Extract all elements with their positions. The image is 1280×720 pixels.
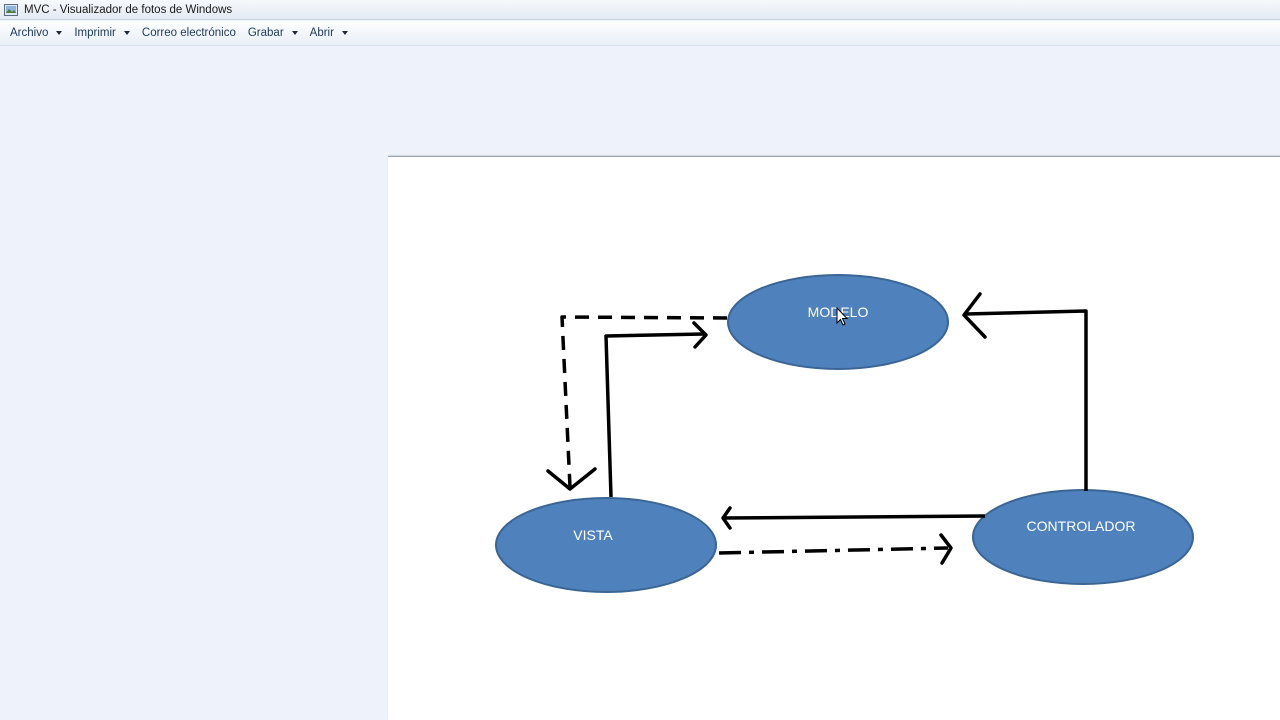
window-title: MVC - Visualizador de fotos de Windows (24, 3, 233, 16)
arrow-controlador-to-vista (723, 514, 986, 520)
arrowhead-left (962, 292, 987, 339)
chevron-down-icon (291, 31, 298, 35)
photo-canvas[interactable]: MODELO VISTA CONTROLADOR (388, 156, 1280, 720)
arrowhead-down (546, 467, 597, 491)
arrowhead-right-controlador (939, 533, 953, 565)
menu-abrir[interactable]: Abrir (304, 22, 354, 44)
menu-archivo-label: Archivo (10, 27, 49, 39)
arrowhead-right (692, 321, 708, 349)
menu-correo[interactable]: Correo electrónico (136, 22, 242, 44)
menu-correo-label: Correo electrónico (141, 27, 236, 39)
arrow-modelo-to-vista-dashed (560, 315, 728, 488)
chevron-down-icon (341, 31, 348, 35)
arrow-vista-to-modelo (604, 332, 705, 498)
node-vista (495, 497, 717, 593)
chevron-down-icon (56, 31, 63, 35)
title-bar: MVC - Visualizador de fotos de Windows (0, 0, 1280, 20)
mvc-diagram: MODELO VISTA CONTROLADOR (495, 274, 1194, 593)
mouse-cursor-icon (836, 306, 849, 326)
menu-imprimir[interactable]: Imprimir (68, 22, 136, 44)
menu-bar: Archivo Imprimir Correo electrónico Grab… (0, 21, 1280, 46)
node-vista-label: VISTA (573, 527, 613, 543)
menu-grabar[interactable]: Grabar (242, 22, 304, 44)
arrow-vista-to-controlador-dashdot (718, 546, 949, 555)
chevron-down-icon (123, 31, 130, 35)
menu-abrir-label: Abrir (309, 27, 334, 39)
node-controlador (972, 489, 1194, 585)
menu-archivo[interactable]: Archivo (4, 22, 68, 44)
menu-grabar-label: Grabar (247, 27, 284, 39)
arrowhead-left-vista (721, 506, 732, 530)
menu-imprimir-label: Imprimir (74, 27, 116, 39)
photo-viewer-icon (4, 3, 18, 16)
node-controlador-label: CONTROLADOR (1027, 518, 1136, 534)
arrow-controlador-to-modelo (965, 309, 1088, 491)
